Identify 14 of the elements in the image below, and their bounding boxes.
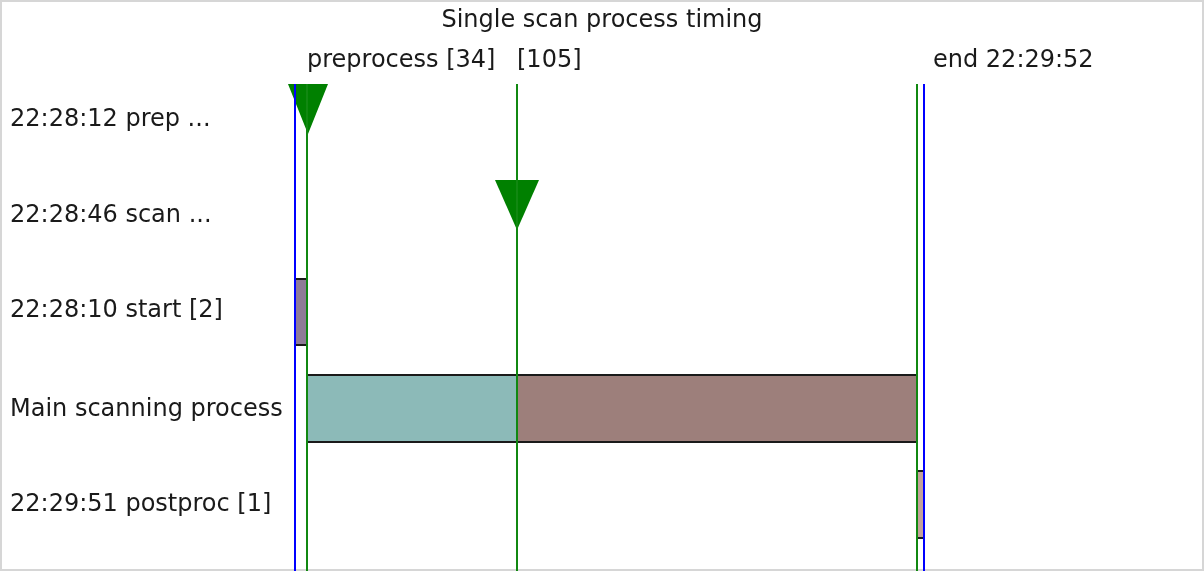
timeline-bar — [307, 374, 518, 443]
milestone-marker-icon — [288, 84, 328, 134]
row-label: 22:28:46 scan ... — [10, 200, 212, 228]
timeline-bar — [917, 470, 925, 539]
diagram-title: Single scan process timing — [441, 5, 763, 33]
row-label: 22:28:12 prep ... — [10, 104, 211, 132]
row-label: Main scanning process — [10, 394, 283, 422]
row-label: 22:28:10 start [2] — [10, 295, 223, 323]
marker-label: end 22:29:52 — [933, 45, 1094, 73]
marker-label: preprocess [34] — [307, 45, 496, 73]
marker-label: [105] — [517, 45, 582, 73]
row-label: 22:29:51 postproc [1] — [10, 489, 272, 517]
timeline-bar — [517, 374, 918, 443]
milestone-marker-icon — [495, 180, 539, 230]
